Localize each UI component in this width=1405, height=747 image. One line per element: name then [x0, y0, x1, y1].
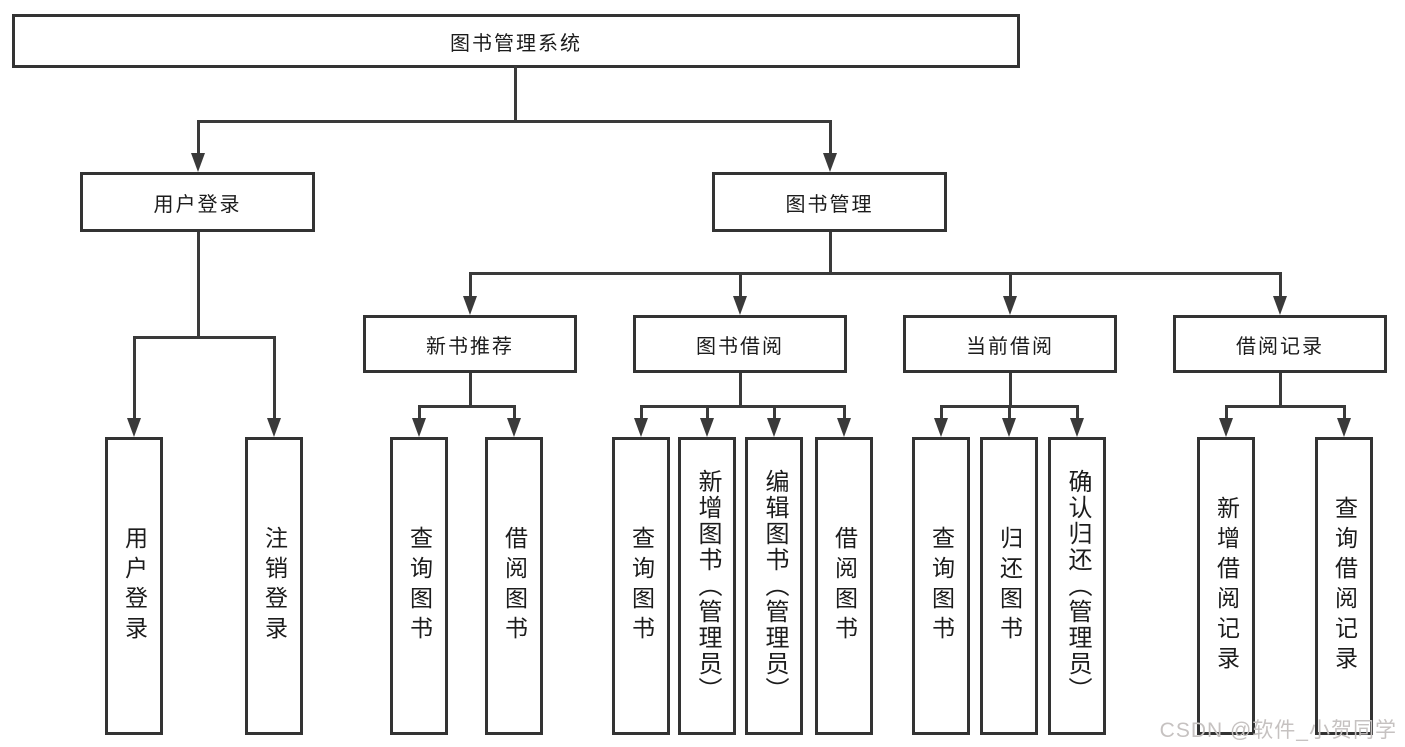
node-label: 用户登录	[121, 526, 148, 646]
leaf-confirm-return-admin: 确认归还（管理员）	[1048, 437, 1106, 735]
arrow-down-icon	[463, 296, 477, 315]
node-label: 新增图书（管理员）	[694, 469, 721, 703]
connector-line	[469, 373, 472, 405]
connector-line	[418, 405, 516, 408]
node-label: 归还图书	[996, 526, 1023, 646]
connector-line	[469, 272, 472, 297]
arrow-down-icon	[1003, 296, 1017, 315]
arrow-down-icon	[1219, 418, 1233, 437]
connector-line	[1279, 373, 1282, 405]
leaf-user-login: 用户登录	[105, 437, 163, 735]
connector-line	[1279, 272, 1282, 297]
connector-line	[1225, 405, 1228, 419]
node-label: 查询图书	[628, 526, 655, 646]
csdn-watermark: CSDN @软件_小贺同学	[1159, 719, 1397, 742]
leaf-query-book-3: 查询图书	[912, 437, 970, 735]
arrow-down-icon	[733, 296, 747, 315]
node-book-borrow: 图书借阅	[633, 315, 847, 373]
node-label: 借阅图书	[501, 526, 528, 646]
node-label: 查询图书	[928, 526, 955, 646]
arrow-down-icon	[634, 418, 648, 437]
node-label: 新书推荐	[426, 335, 514, 358]
arrow-down-icon	[837, 418, 851, 437]
connector-line	[418, 405, 421, 419]
connector-line	[1009, 373, 1012, 405]
node-borrow-records: 借阅记录	[1173, 315, 1387, 373]
arrow-down-icon	[267, 418, 281, 437]
leaf-add-borrow-record: 新增借阅记录	[1197, 437, 1255, 735]
leaf-edit-book-admin: 编辑图书（管理员）	[745, 437, 803, 735]
connector-line	[829, 120, 832, 155]
arrow-down-icon	[412, 418, 426, 437]
node-label: 图书管理系统	[450, 32, 582, 55]
connector-line	[1008, 405, 1011, 419]
connector-line	[640, 405, 845, 408]
node-label: 借阅记录	[1236, 335, 1324, 358]
connector-line	[706, 405, 709, 419]
leaf-query-book-2: 查询图书	[612, 437, 670, 735]
connector-line	[640, 405, 643, 419]
connector-line	[829, 232, 832, 272]
connector-line	[739, 373, 742, 405]
leaf-add-book-admin: 新增图书（管理员）	[678, 437, 736, 735]
arrow-down-icon	[1337, 418, 1351, 437]
connector-line	[773, 405, 776, 419]
arrow-down-icon	[191, 153, 205, 172]
arrow-down-icon	[823, 153, 837, 172]
connector-line	[513, 405, 516, 419]
leaf-return-book: 归还图书	[980, 437, 1038, 735]
node-label: 编辑图书（管理员）	[761, 469, 788, 703]
leaf-borrow-book-2: 借阅图书	[815, 437, 873, 735]
connector-line	[197, 120, 200, 155]
connector-line	[514, 66, 517, 120]
leaf-query-book-1: 查询图书	[390, 437, 448, 735]
connector-line	[197, 120, 832, 123]
connector-line	[1225, 405, 1346, 408]
node-library-system: 图书管理系统	[12, 14, 1020, 68]
node-label: 查询图书	[406, 526, 433, 646]
arrow-down-icon	[1002, 418, 1016, 437]
node-label: 注销登录	[261, 526, 288, 646]
connector-line	[469, 272, 1282, 275]
node-user-login: 用户登录	[80, 172, 315, 232]
arrow-down-icon	[767, 418, 781, 437]
arrow-down-icon	[934, 418, 948, 437]
node-current-borrow: 当前借阅	[903, 315, 1117, 373]
node-book-management: 图书管理	[712, 172, 947, 232]
node-label: 当前借阅	[966, 335, 1054, 358]
node-label: 确认归还（管理员）	[1064, 469, 1091, 703]
connector-line	[1076, 405, 1079, 419]
node-label: 查询借阅记录	[1331, 496, 1358, 676]
node-label: 图书借阅	[696, 335, 784, 358]
arrow-down-icon	[507, 418, 521, 437]
connector-line	[1343, 405, 1346, 419]
connector-line	[940, 405, 943, 419]
arrow-down-icon	[1070, 418, 1084, 437]
arrow-down-icon	[700, 418, 714, 437]
node-label: 图书管理	[785, 193, 874, 216]
node-new-book-recommend: 新书推荐	[363, 315, 577, 373]
connector-line	[133, 336, 136, 419]
arrow-down-icon	[1273, 296, 1287, 315]
connector-line	[843, 405, 846, 419]
leaf-query-borrow-record: 查询借阅记录	[1315, 437, 1373, 735]
connector-line	[1009, 272, 1012, 297]
node-label: 新增借阅记录	[1213, 496, 1240, 676]
node-label: 用户登录	[153, 193, 242, 216]
leaf-logout: 注销登录	[245, 437, 303, 735]
connector-line	[133, 336, 275, 339]
connector-line	[739, 272, 742, 297]
connector-line	[197, 232, 200, 336]
connector-line	[273, 336, 276, 419]
leaf-borrow-book-1: 借阅图书	[485, 437, 543, 735]
arrow-down-icon	[127, 418, 141, 437]
node-label: 借阅图书	[831, 526, 858, 646]
